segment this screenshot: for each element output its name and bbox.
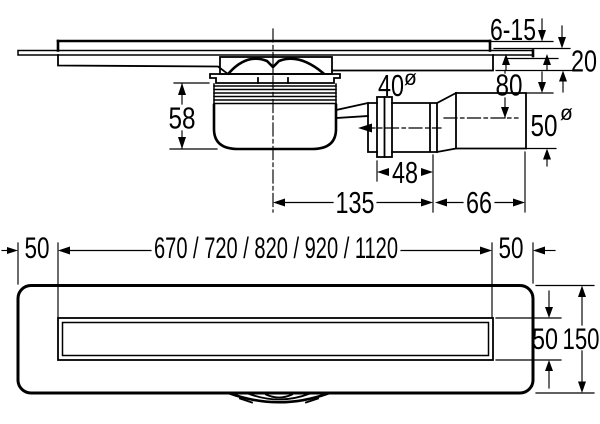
trap-threads: [213, 83, 337, 106]
outlet-pipe: [334, 91, 527, 158]
side-view: 58 6-15 20 80 40: [17, 12, 597, 220]
dim-outlet-depth-label: 80: [496, 68, 523, 103]
dim-edge-height: 20: [495, 44, 597, 93]
dia-symbol-40: ø: [404, 67, 417, 90]
dim-margin-left-label: 50: [25, 232, 50, 265]
dim-dia-40-label: 40: [378, 68, 404, 103]
grate-insert: [219, 56, 333, 75]
dim-column-right: 50 150: [495, 284, 600, 394]
channel-body-outline: [16, 284, 535, 395]
dim-66-label: 66: [466, 185, 492, 220]
pipe-nut: [376, 96, 393, 158]
dim-dia-50: 50 ø: [525, 71, 573, 167]
grate-slot: [57, 317, 494, 361]
dim-pipe-segment: 48: [376, 154, 434, 213]
dim-trap-height: 58: [169, 82, 218, 150]
pipe-40: [391, 102, 438, 153]
plan-view: 50 670 / 720 / 820 / 920 / 1120 50 50 15…: [1, 232, 600, 404]
dim-grate-width-label: 50: [532, 323, 558, 356]
dim-135-label: 135: [336, 185, 375, 220]
trap-bowl: [212, 103, 338, 151]
dim-pipe-segment-label: 48: [392, 155, 418, 190]
dim-tile-thickness: 6-15: [487, 12, 571, 50]
centerlines: [272, 28, 519, 213]
trap-flange: [209, 73, 341, 84]
dim-lengths-label: 670 / 720 / 820 / 920 / 1120: [154, 232, 398, 265]
trap: [209, 73, 341, 151]
dim-trap-height-label: 58: [169, 101, 196, 136]
dim-row-top: 50 670 / 720 / 820 / 920 / 1120 50: [1, 232, 556, 319]
pipe-cone: [435, 91, 458, 154]
trap-silhouette: [228, 391, 330, 404]
dia-symbol-50: ø: [560, 102, 573, 125]
dim-outlet-depth: 80: [496, 68, 523, 119]
trap-spout: [334, 101, 370, 119]
dim-135-66: 135 66: [273, 151, 526, 220]
pipe-50: [455, 92, 527, 150]
flange-strip: [17, 49, 534, 56]
dim-dia-40: 40 ø: [378, 67, 417, 103]
dim-edge-height-label: 20: [571, 44, 597, 79]
dim-dia-50-label: 50: [531, 108, 558, 143]
dim-body-width-label: 150: [563, 323, 600, 356]
floor-layers: [17, 39, 535, 76]
dim-margin-right-label: 50: [499, 232, 524, 265]
